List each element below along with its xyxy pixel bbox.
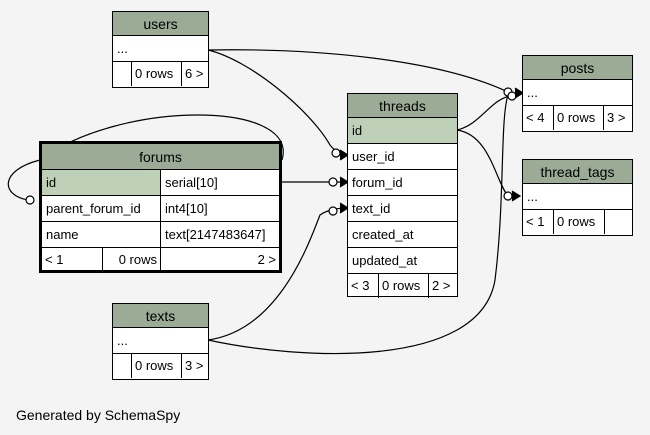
table-header: users xyxy=(113,12,208,36)
table-row-pk: id serial[10] xyxy=(42,170,279,196)
table-row: forum_id xyxy=(348,170,457,196)
rel-users-threads xyxy=(207,49,349,156)
rel-marker-forums-threads xyxy=(328,177,338,187)
rel-threads-posts xyxy=(456,95,511,131)
rel-forums-self xyxy=(7,114,284,201)
table-row: name text[2147483647] xyxy=(42,222,279,248)
table-header: thread_tags xyxy=(523,160,632,184)
table-row: created_at xyxy=(348,222,457,248)
table-row: user_id xyxy=(348,144,457,170)
table-footer: 0 rows 3 > xyxy=(113,354,208,378)
table-forums[interactable]: forums id serial[10] parent_forum_id int… xyxy=(39,141,282,273)
table-row: parent_forum_id int4[10] xyxy=(42,196,279,222)
rel-texts-posts xyxy=(207,94,509,355)
rel-marker-posts-b xyxy=(507,91,517,101)
table-header: posts xyxy=(523,56,632,80)
table-footer: 0 rows 6 > xyxy=(113,62,208,86)
table-footer: < 3 0 rows 2 > xyxy=(348,274,457,298)
table-footer: < 4 0 rows 3 > xyxy=(523,106,632,130)
rel-marker-users-threads xyxy=(331,148,341,158)
rel-marker-forums-self xyxy=(25,195,35,205)
table-thread-tags[interactable]: thread_tags ... < 1 0 rows xyxy=(522,159,633,236)
table-users[interactable]: users ... 0 rows 6 > xyxy=(112,11,209,88)
table-footer: < 1 0 rows 2 > xyxy=(42,248,279,272)
rel-marker-thread-tags xyxy=(503,191,513,201)
table-row-pk: id xyxy=(348,118,457,144)
table-header: forums xyxy=(42,144,279,170)
table-footer: < 1 0 rows xyxy=(523,210,632,234)
table-header: texts xyxy=(113,304,208,328)
table-row: ... xyxy=(523,80,632,106)
rel-threads-thread-tags xyxy=(456,129,509,197)
table-posts[interactable]: posts ... < 4 0 rows 3 > xyxy=(522,55,633,132)
table-threads[interactable]: threads id user_id forum_id text_id crea… xyxy=(347,93,458,298)
table-header: threads xyxy=(348,94,457,118)
generated-by-label: Generated by SchemaSpy xyxy=(16,407,181,423)
table-row: text_id xyxy=(348,196,457,222)
table-row: ... xyxy=(523,184,632,210)
table-texts[interactable]: texts ... 0 rows 3 > xyxy=(112,303,209,380)
rel-marker-texts-threads xyxy=(328,206,338,216)
table-row: ... xyxy=(113,328,208,354)
rel-users-posts xyxy=(207,49,509,93)
table-row: ... xyxy=(113,36,208,62)
table-row: updated_at xyxy=(348,248,457,274)
